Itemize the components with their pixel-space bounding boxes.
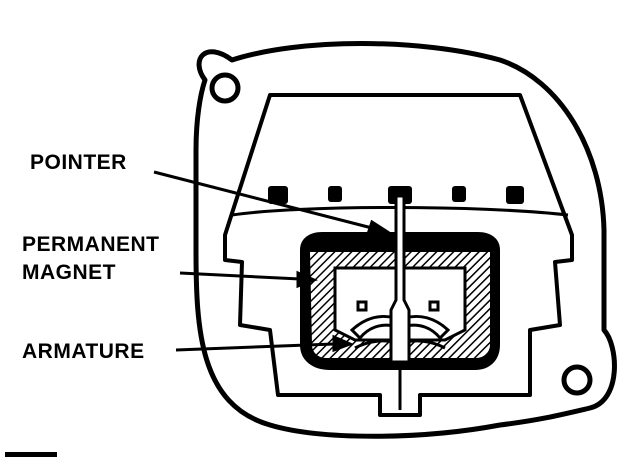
armature-label: ARMATURE [22,340,145,363]
magnet-arrowhead [296,270,318,289]
meter-housing [193,41,617,439]
figure-tag-mark [5,452,57,457]
scale-mark [506,186,524,204]
mounting-hole-top-left [209,72,241,104]
pointer-needle [389,194,411,410]
pointer-leader [153,170,373,230]
permanent-magnet-label-line1: PERMANENT [22,233,160,256]
armature-arrowhead [332,334,354,353]
permanent-magnet-label-line2: MAGNET [22,261,116,284]
dial-face [223,93,574,417]
scale-arc [231,206,569,217]
scale-mark [452,186,466,202]
armature-leader [175,342,335,352]
mounting-hole-bottom-right [561,364,593,396]
scale-mark [268,186,288,204]
scale-mark [328,186,342,202]
armature [349,300,451,350]
pointer-label: POINTER [30,151,127,174]
leader-lines [153,170,391,353]
pointer-arrowhead [365,219,391,236]
magnet-leader [179,271,301,281]
